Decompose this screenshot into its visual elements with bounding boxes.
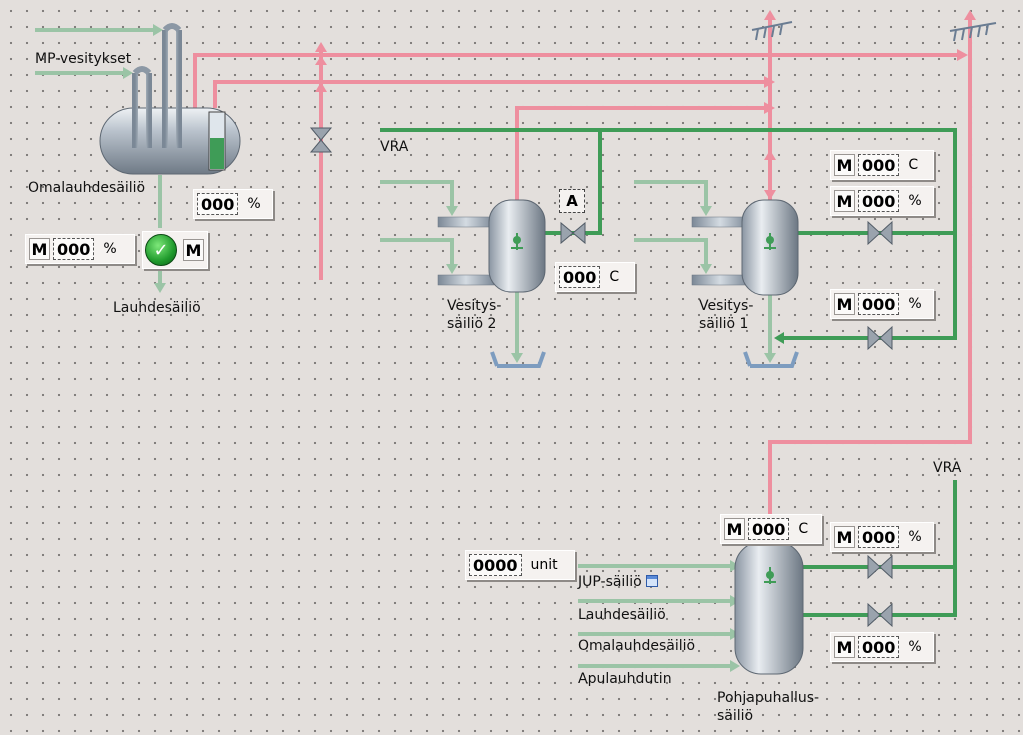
manual-mode-button[interactable]: M bbox=[834, 154, 855, 176]
pohja-temp-widget[interactable]: M 000 C bbox=[720, 514, 822, 544]
manual-mode-button[interactable]: M bbox=[724, 518, 745, 540]
jup-counter-display[interactable]: 0000 unit bbox=[465, 550, 575, 580]
manual-mode-button[interactable]: M bbox=[834, 636, 855, 658]
jup-counter-unit: unit bbox=[530, 557, 558, 573]
spray-lines bbox=[511, 233, 776, 584]
v1-temp-widget[interactable]: M 000 C bbox=[830, 150, 934, 180]
pohja-valve-upper-value: 000 bbox=[858, 526, 900, 548]
manual-mode-button[interactable]: M bbox=[834, 190, 855, 212]
pohja-valve-lower-widget[interactable]: M 000 % bbox=[830, 632, 934, 662]
pohja-temp-unit: C bbox=[798, 521, 809, 537]
manual-mode-button[interactable]: M bbox=[834, 293, 855, 315]
v2-temp-display[interactable]: 000 C bbox=[555, 262, 635, 292]
jup-counter-value: 0000 bbox=[469, 554, 522, 576]
pohjapuhallus-label-2: säiliö bbox=[717, 708, 754, 724]
lauhde-level-widget[interactable]: M 000 % bbox=[25, 234, 135, 264]
v1-valve-upper-value: 000 bbox=[858, 190, 900, 212]
vra-right-label: VRA bbox=[933, 460, 962, 476]
apulauhdutin-inlet-label: Apulauhdutin bbox=[578, 671, 672, 687]
v2-temp-unit: C bbox=[609, 269, 620, 285]
omalauhdesailio-tank bbox=[99, 23, 241, 175]
pohja-valve-upper-widget[interactable]: M 000 % bbox=[830, 522, 934, 552]
pohjapuhallussailio-tank bbox=[734, 541, 804, 675]
vra-top-label: VRA bbox=[380, 139, 409, 155]
jup-sailio-label[interactable]: JUP-säiliö bbox=[578, 574, 658, 590]
pump-running-icon[interactable]: ✓ bbox=[145, 234, 177, 266]
pohja-valve-lower-unit: % bbox=[908, 639, 922, 655]
vesitys2-label-1: Vesitys- bbox=[447, 298, 502, 314]
oma-level-value: 000 bbox=[197, 193, 239, 215]
vesityssailio-2-tank bbox=[437, 199, 546, 368]
pohja-temp-value: 000 bbox=[748, 518, 790, 540]
mp-vesitykset-label: MP-vesitykset bbox=[35, 51, 132, 67]
valve-a-mode-button[interactable]: A bbox=[559, 189, 585, 213]
v1-valve-lower-value: 000 bbox=[858, 293, 900, 315]
lauhde-level-value: 000 bbox=[53, 238, 95, 260]
lauhdesailio-inlet-label: Lauhdesäiliö bbox=[578, 607, 666, 623]
oma-level-unit: % bbox=[247, 196, 261, 212]
v1-temp-unit: C bbox=[908, 157, 919, 173]
pohja-valve-upper-unit: % bbox=[908, 529, 922, 545]
manual-mode-button[interactable]: M bbox=[834, 526, 855, 548]
v1-temp-value: 000 bbox=[858, 154, 900, 176]
manual-mode-button[interactable]: M bbox=[29, 238, 50, 260]
v1-valve-upper-unit: % bbox=[908, 193, 922, 209]
pohjapuhallus-label-1: Pohjapuhallus- bbox=[717, 690, 820, 706]
vesitys2-label-2: säiliö 2 bbox=[447, 316, 497, 332]
oma-level-display[interactable]: 000 % bbox=[193, 189, 273, 219]
v2-temp-value: 000 bbox=[559, 266, 601, 288]
v1-valve-lower-unit: % bbox=[908, 296, 922, 312]
jup-sailio-text: JUP-säiliö bbox=[578, 574, 642, 590]
lauhdesailio-label: Lauhdesäiliö bbox=[113, 300, 201, 316]
omalauhdesailio-inlet-label: Omalauhdesäiliö bbox=[578, 638, 696, 654]
window-icon[interactable] bbox=[645, 575, 658, 587]
vesitys1-label-1: Vesitys- bbox=[699, 298, 754, 314]
pohja-valve-lower-value: 000 bbox=[858, 636, 900, 658]
vent-icons bbox=[751, 21, 997, 42]
vesitys1-label-2: säiliö 1 bbox=[699, 316, 749, 332]
lauhde-level-unit: % bbox=[103, 241, 117, 257]
steam-arrows bbox=[315, 10, 976, 200]
v1-valve-lower-widget[interactable]: M 000 % bbox=[830, 289, 934, 319]
pump-manual-button[interactable]: M bbox=[183, 239, 204, 261]
condensate-pump[interactable]: ✓ M bbox=[142, 231, 208, 269]
omalauhdesailio-label: Omalauhdesäiliö bbox=[28, 180, 146, 196]
condensate-arrows bbox=[123, 24, 776, 672]
valves bbox=[309, 127, 893, 628]
v1-valve-upper-widget[interactable]: M 000 % bbox=[830, 186, 934, 216]
condensate-lines bbox=[35, 28, 772, 668]
steam-lines bbox=[193, 20, 972, 540]
